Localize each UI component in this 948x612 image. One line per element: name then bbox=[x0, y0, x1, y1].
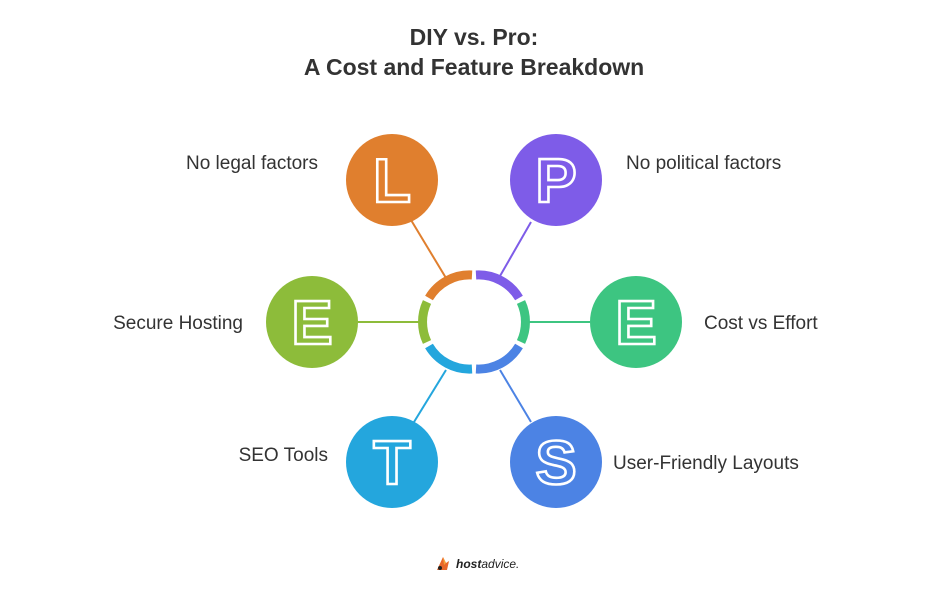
item-letter: E bbox=[291, 289, 332, 358]
ring-segment-l bbox=[425, 270, 473, 301]
item-circle-l: L bbox=[346, 134, 438, 226]
item-circle-p: P bbox=[510, 134, 602, 226]
ring-segment-e-left bbox=[418, 300, 432, 344]
item-circle-t: T bbox=[346, 416, 438, 508]
item-letter: P bbox=[535, 147, 576, 216]
footer-brand-bold: host bbox=[456, 557, 482, 571]
ring-segment-s bbox=[475, 343, 523, 374]
hostadvice-logo-icon bbox=[437, 557, 449, 570]
footer-brand: hostadvice. bbox=[434, 553, 519, 575]
footer-brand-rest: advice. bbox=[481, 557, 520, 571]
item-letter: L bbox=[373, 147, 411, 216]
ring-segment-e-right bbox=[516, 300, 530, 344]
connector-t bbox=[413, 369, 447, 423]
item-circle-e-right: E bbox=[590, 276, 682, 368]
item-label-p: No political factors bbox=[626, 153, 782, 174]
page-title-line1: DIY vs. Pro: bbox=[409, 24, 539, 50]
item-label-e-left: Secure Hosting bbox=[113, 313, 243, 334]
connector-s bbox=[499, 369, 532, 423]
page-title-line2: A Cost and Feature Breakdown bbox=[303, 54, 645, 80]
item-letter: T bbox=[373, 429, 411, 498]
connector-p bbox=[499, 221, 532, 277]
ring-segment-t bbox=[425, 343, 473, 374]
item-letter: S bbox=[535, 429, 576, 498]
item-letter: E bbox=[615, 289, 656, 358]
footer-brand-text: hostadvice. bbox=[456, 557, 519, 571]
item-label-s: User-Friendly Layouts bbox=[613, 453, 799, 474]
center-ring bbox=[418, 270, 530, 374]
item-label-e-right: Cost vs Effort bbox=[704, 313, 818, 334]
item-label-l: No legal factors bbox=[185, 153, 318, 174]
connector-l bbox=[410, 219, 447, 279]
item-circle-s: S bbox=[510, 416, 602, 508]
item-label-t: SEO Tools bbox=[238, 445, 328, 466]
item-circle-e-left: E bbox=[266, 276, 358, 368]
ring-segment-p bbox=[475, 270, 523, 301]
